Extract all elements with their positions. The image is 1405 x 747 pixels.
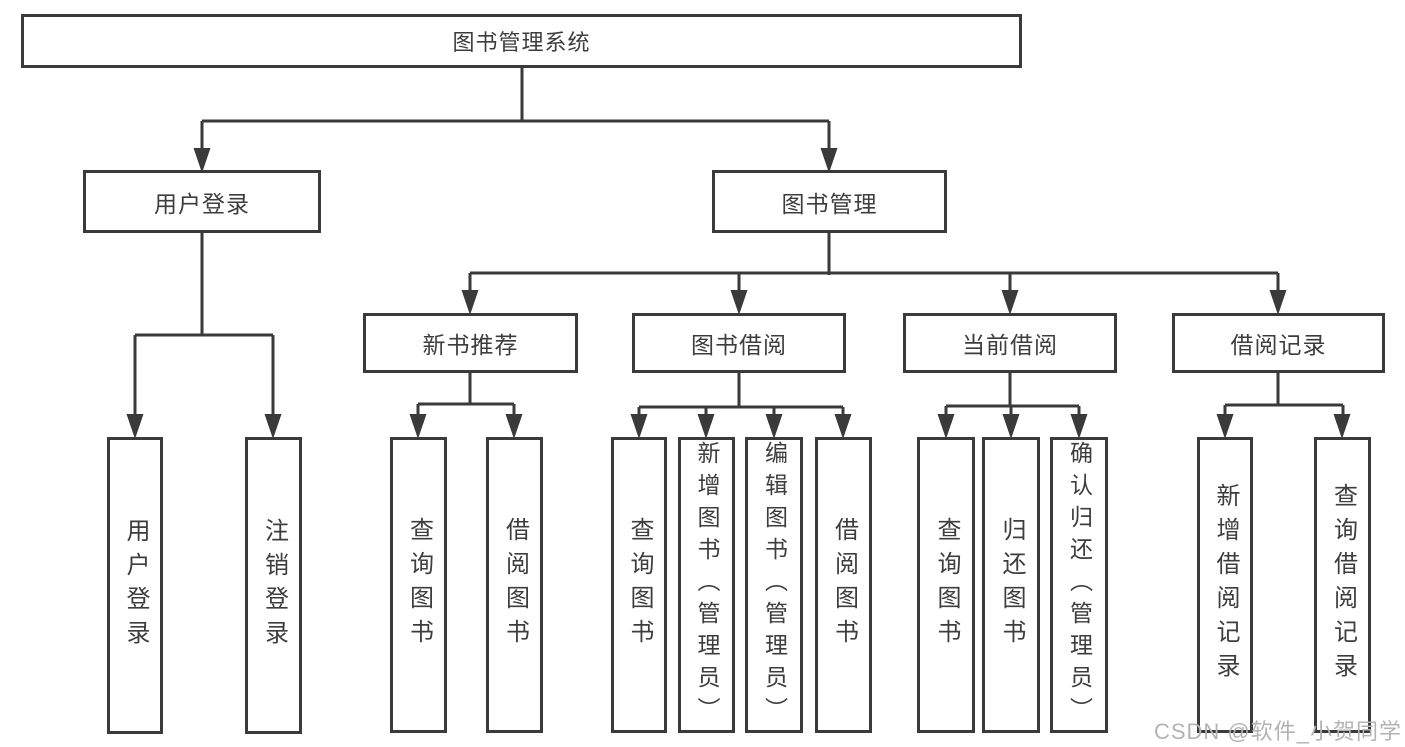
node-book-borrowing: 图书借阅 xyxy=(632,313,846,373)
watermark: CSDN @软件_小贺同学 xyxy=(1153,719,1402,744)
node-book-management-label: 图书管理 xyxy=(781,190,878,217)
node-borrowing-records: 借阅记录 xyxy=(1172,313,1385,373)
leaf-borrowing-search-books: 查询图书 xyxy=(611,437,667,733)
node-root: 图书管理系统 xyxy=(21,14,1022,68)
leaf-records-add-record: 新增借阅记录 xyxy=(1197,437,1253,733)
leaf-recommend-search-books: 查询图书 xyxy=(390,437,447,733)
leaf-current-search-books-label: 查询图书 xyxy=(933,517,960,653)
node-borrowing-records-label: 借阅记录 xyxy=(1230,332,1327,358)
node-new-book-recommendation: 新书推荐 xyxy=(363,313,578,373)
leaf-current-confirm-return-admin: 确认归还（管理员） xyxy=(1050,437,1108,733)
node-book-management: 图书管理 xyxy=(712,170,947,233)
leaf-user-login: 用户登录 xyxy=(107,437,163,734)
leaf-logout: 注销登录 xyxy=(245,437,302,734)
leaf-current-return-books: 归还图书 xyxy=(982,437,1040,733)
leaf-records-search-record-label: 查询借阅记录 xyxy=(1329,483,1357,687)
node-book-borrowing-label: 图书借阅 xyxy=(691,332,787,358)
leaf-user-login-label: 用户登录 xyxy=(122,517,149,654)
node-current-borrowing-label: 当前借阅 xyxy=(962,332,1058,358)
leaf-borrowing-borrow-books-label: 借阅图书 xyxy=(830,517,858,653)
leaf-current-confirm-return-admin-label: 确认归还（管理员） xyxy=(1066,441,1093,729)
leaf-borrowing-edit-books-admin: 编辑图书（管理员） xyxy=(745,437,803,733)
leaf-borrowing-search-books-label: 查询图书 xyxy=(626,517,653,653)
leaf-current-return-books-label: 归还图书 xyxy=(998,517,1025,653)
node-current-borrowing: 当前借阅 xyxy=(903,313,1117,373)
node-user-login-label: 用户登录 xyxy=(154,190,250,217)
leaf-recommend-borrow-books-label: 借阅图书 xyxy=(501,517,529,653)
leaf-records-add-record-label: 新增借阅记录 xyxy=(1212,483,1239,687)
leaf-borrowing-add-books-admin-label: 新增图书（管理员） xyxy=(694,441,720,729)
leaf-borrowing-borrow-books: 借阅图书 xyxy=(815,437,872,733)
node-root-label: 图书管理系统 xyxy=(452,30,591,55)
node-user-login: 用户登录 xyxy=(83,170,321,233)
leaf-recommend-search-books-label: 查询图书 xyxy=(405,517,433,653)
leaf-records-search-record: 查询借阅记录 xyxy=(1314,437,1371,733)
leaf-current-search-books: 查询图书 xyxy=(917,437,975,733)
leaf-borrowing-edit-books-admin-label: 编辑图书（管理员） xyxy=(761,441,788,729)
leaf-recommend-borrow-books: 借阅图书 xyxy=(486,437,543,733)
leaf-borrowing-add-books-admin: 新增图书（管理员） xyxy=(678,437,735,733)
leaf-logout-label: 注销登录 xyxy=(260,517,288,654)
node-new-book-recommendation-label: 新书推荐 xyxy=(422,332,519,358)
